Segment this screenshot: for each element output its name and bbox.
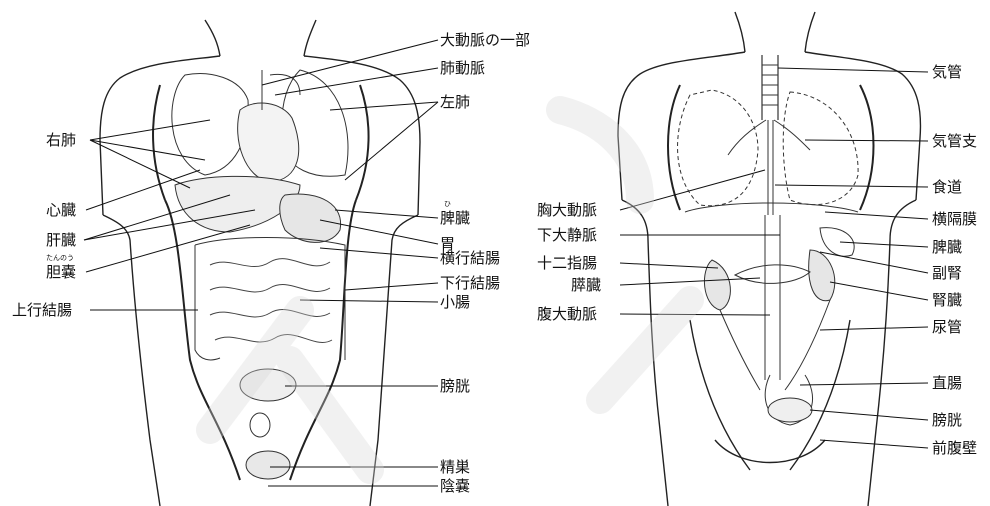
right-organs: [678, 55, 859, 425]
label-abdominal-aorta: 腹大動脈: [537, 305, 597, 323]
label-diaphragm: 横隔膜: [932, 210, 977, 228]
label-scrotum: 陰嚢: [440, 477, 470, 495]
label-spleen: 脾臓: [440, 209, 470, 227]
label-transverse-colon: 横行結腸: [440, 249, 500, 267]
label-heart: 心臓: [46, 201, 76, 219]
label-bladder: 膀胱: [440, 377, 470, 395]
label-ascending-colon: 上行結腸: [12, 301, 72, 319]
reading-spleen: ひ: [444, 200, 451, 208]
label-esophagus: 食道: [932, 178, 962, 196]
label-left-lung: 左肺: [440, 93, 470, 111]
label-small-intestine: 小腸: [440, 293, 470, 311]
label-pulmonary-artery: 肺動脈: [440, 59, 485, 77]
left-torso-outline: [100, 20, 420, 506]
right-torso-outline: [618, 12, 920, 506]
label-aorta-part: 大動脈の一部: [440, 31, 530, 49]
label-liver: 肝臓: [46, 231, 76, 249]
reading-gallbladder: たんのう: [46, 254, 74, 262]
label-thoracic-aorta: 胸大動脈: [537, 201, 597, 219]
label-pancreas: 膵臓: [571, 276, 601, 294]
label-rectum: 直腸: [932, 374, 962, 392]
label-testis: 精巣: [440, 458, 470, 476]
label-bronchus: 気管支: [932, 132, 977, 150]
label-bladder-right: 膀胱: [932, 411, 962, 429]
label-duodenum: 十二指腸: [537, 254, 597, 272]
label-abdominal-wall: 前腹壁: [932, 439, 977, 457]
label-gallbladder: 胆嚢: [46, 263, 76, 281]
label-spleen-right: 脾臓: [932, 238, 962, 256]
label-right-lung: 右肺: [46, 131, 76, 149]
label-trachea: 気管: [932, 63, 962, 81]
label-kidney: 腎臓: [932, 291, 962, 309]
label-descending-colon: 下行結腸: [440, 274, 500, 292]
label-adrenal: 副腎: [932, 264, 962, 282]
label-ureter: 尿管: [932, 318, 962, 336]
label-inferior-vena-cava: 下大静脈: [537, 226, 597, 244]
